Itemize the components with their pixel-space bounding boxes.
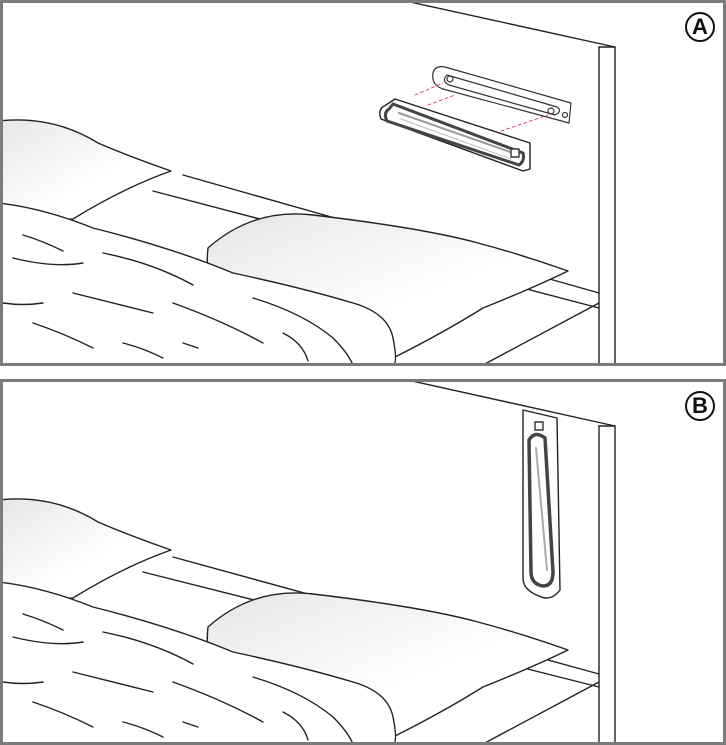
back-pillow	[3, 498, 172, 601]
panel-a-illustration	[3, 3, 616, 363]
duvet	[3, 581, 397, 742]
panel-a-label: A	[685, 12, 715, 42]
panel-b-illustration	[3, 382, 616, 742]
installed-handle	[522, 409, 561, 599]
mounting-plate	[432, 66, 572, 124]
panel-b-label: B	[685, 391, 715, 421]
handle-component	[379, 98, 531, 172]
back-pillow	[3, 119, 172, 222]
panel-b: B	[0, 379, 726, 745]
panel-a: A	[0, 0, 726, 366]
duvet	[3, 202, 397, 363]
